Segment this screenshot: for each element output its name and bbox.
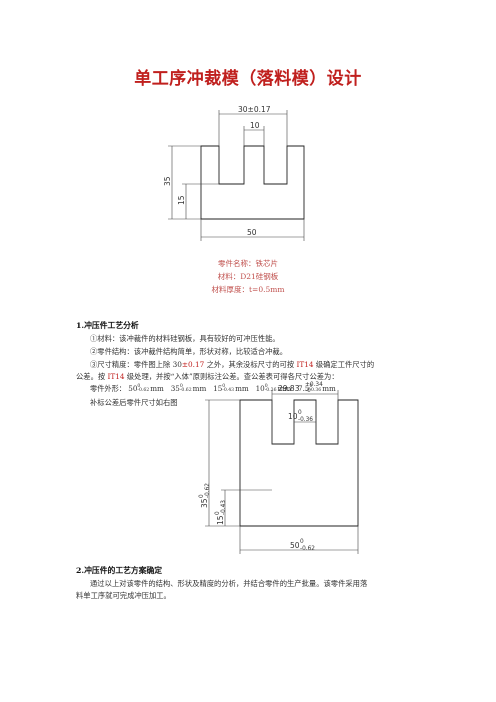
dim2-overall-width-down: -0.62 [300,546,315,552]
dim2-top-width-up: +0.34 [305,382,323,388]
part-outline [200,145,305,220]
svg-text:-0.43: -0.43 [221,500,227,515]
dim-base-height: 15 [177,195,186,205]
part-thickness: 材料厚度：t=0.5mm [211,285,285,294]
dim2-overall-width-base: 50 [290,541,300,550]
dim2-base-height: 15 0 -0.43 [215,500,227,525]
dimension-lines-2 [205,390,359,554]
dim-slot-width: 10 [250,121,260,130]
section1-item2: ②零件结构：该冲裁件结构简单，形状对称，比较适合冲裁。 [90,347,288,356]
part-drawing-original: 30±0.17 10 35 15 50 [163,105,305,241]
dim-overall-height: 35 [163,176,172,186]
part-material: 材料：D21硅钢板 [217,272,279,281]
dim2-overall-height: 35 0 -0.62 [199,483,211,508]
dim2-slot-base: 10 [288,412,298,421]
svg-text:15: 15 [216,515,225,525]
section1-note: 补标公差后零件尺寸如右图 [90,398,178,407]
section1-item3-line2: 公差。按 IT14 级处理，并按“入体”原则标注公差。查公差表可得各尺寸公差为： [76,372,339,381]
section2-line2: 料单工序就可完成冲压加工。 [76,591,171,600]
tol-size-1: 350-0.62mm [170,384,207,393]
page-title: 单工序冲裁模（落料模）设计 [134,69,362,89]
dim-top-width: 30±0.17 [238,105,271,114]
section1-item1: ①材料：该冲裁件的材料硅钢板，具有较好的可冲压性能。 [90,334,280,343]
dim2-top-width-down: -0 [305,388,311,394]
svg-text:-0.62: -0.62 [205,483,211,498]
dimension-lines [168,110,305,241]
svg-text:0: 0 [199,494,205,498]
section2-title: 2.冲压件的工艺方案确定 [76,566,163,575]
tol-size-4: 7.50-0.36mm [298,384,336,393]
tol-size-2: 150-0.43mm [213,384,249,393]
tolerance-list: 零件外形： 500-0.62mm 350-0.62mm 150-0.43mm 1… [90,384,336,393]
section1-title: 1.冲压件工艺分析 [76,321,139,330]
dim2-top-width-base: 29.83 [278,384,300,393]
part-drawing-toleranced: 29.83 +0.34 -0 10 0 -0.36 35 0 -0.62 15 … [199,382,359,554]
part-name: 零件名称：铁芯片 [218,259,278,268]
svg-text:0: 0 [215,511,221,515]
svg-text:35: 35 [200,498,209,508]
section1-item3-line1: ③尺寸精度：零件图上除 30±0.17 之外，其余没标尺寸的可按 IT14 级确… [90,360,375,369]
tol-size-0: 500-0.62mm [128,384,164,393]
dim2-slot-down: -0.36 [298,417,313,423]
dim-overall-width: 50 [247,228,257,237]
dim2-overall-width-up: 0 [300,539,304,545]
section2-line1: 通过以上对该零件的结构、形状及精度的分析，并结合零件的生产批量。该零件采用落 [90,579,368,588]
dim2-slot-up: 0 [298,410,302,416]
tol-size-3: 100-0.36mm [255,384,292,393]
